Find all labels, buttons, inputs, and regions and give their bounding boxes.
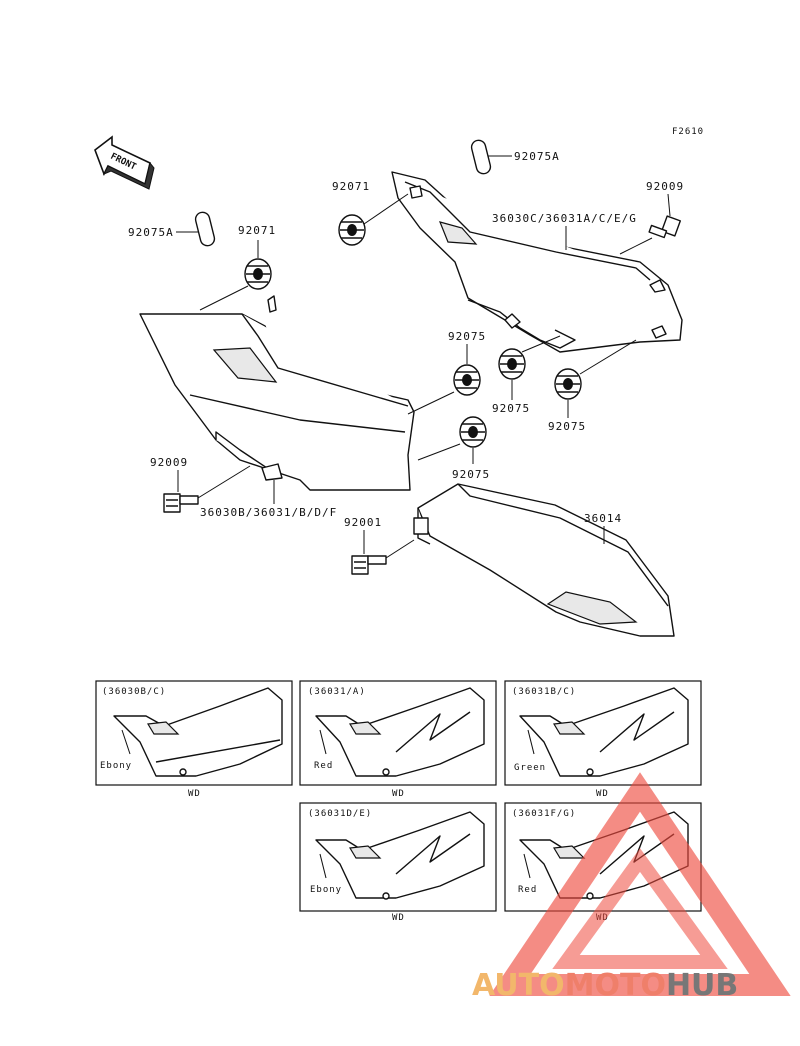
grommet-92075-b — [498, 348, 526, 380]
watermark-auto: AUTO — [472, 968, 565, 1003]
variant-code-3: (36031B/C) — [512, 687, 576, 697]
variant-box-3: (36031B/C) Green WD — [504, 680, 702, 799]
label-92075-a: 92075 — [448, 330, 486, 343]
label-92009-top: 92009 — [646, 180, 684, 193]
grommet-92071-top — [338, 214, 366, 246]
label-92075-c: 92075 — [548, 420, 586, 433]
grommet-92075-d — [459, 416, 487, 448]
front-arrow-icon: FRONT — [94, 135, 155, 190]
variant-color-1: Ebony — [100, 761, 132, 771]
variant-note-1: WD — [188, 789, 201, 799]
side-cover-right — [391, 171, 683, 353]
variant-code-4: (36031D/E) — [308, 809, 372, 819]
variant-color-2: Red — [314, 761, 333, 771]
grommet-92075-c — [554, 368, 582, 400]
label-92001: 92001 — [344, 516, 382, 529]
grommet-92075a-top — [470, 139, 492, 175]
bolt-92009-top — [648, 215, 682, 239]
label-92009-left: 92009 — [150, 456, 188, 469]
bolt-92001 — [351, 555, 387, 575]
variant-color-5: Red — [518, 885, 537, 895]
label-92075a-top: 92075A — [514, 150, 560, 163]
variant-box-2: (36031/A) Red WD — [299, 680, 497, 799]
label-92075-b: 92075 — [492, 402, 530, 415]
bolt-92009-left — [163, 493, 199, 513]
label-92075a-left: 92075A — [128, 226, 174, 239]
variant-note-2: WD — [392, 789, 405, 799]
variant-color-3: Green — [514, 763, 546, 773]
variant-color-4: Ebony — [310, 885, 342, 895]
grommet-92075a-left — [194, 211, 216, 247]
variant-code-2: (36031/A) — [308, 687, 366, 697]
variant-code-1: (36030B/C) — [102, 687, 166, 697]
label-92075-d: 92075 — [452, 468, 490, 481]
watermark-logo-icon — [489, 772, 791, 996]
label-36030b: 36030B/36031/B/D/F — [200, 506, 337, 519]
label-92071-left: 92071 — [238, 224, 276, 237]
chain-cover-36014 — [413, 483, 675, 637]
variant-note-3: WD — [596, 789, 609, 799]
label-36014: 36014 — [584, 512, 622, 525]
variant-box-4: (36031D/E) Ebony WD — [299, 802, 497, 923]
label-92071-top: 92071 — [332, 180, 370, 193]
variant-note-4: WD — [392, 913, 405, 923]
watermark-hub: HUB — [666, 968, 738, 1003]
diagram-ref-code: F2610 — [672, 127, 704, 137]
grommet-92071-left — [244, 258, 272, 290]
watermark-moto: MOTO — [565, 968, 666, 1003]
variant-box-1: (36030B/C) Ebony WD — [95, 680, 293, 799]
watermark-text: AUTOMOTOHUB — [472, 968, 738, 1003]
grommet-92075-a — [453, 364, 481, 396]
label-36030c: 36030C/36031A/C/E/G — [492, 212, 637, 225]
side-cover-left — [139, 295, 415, 491]
variant-code-5: (36031F/G) — [512, 809, 576, 819]
